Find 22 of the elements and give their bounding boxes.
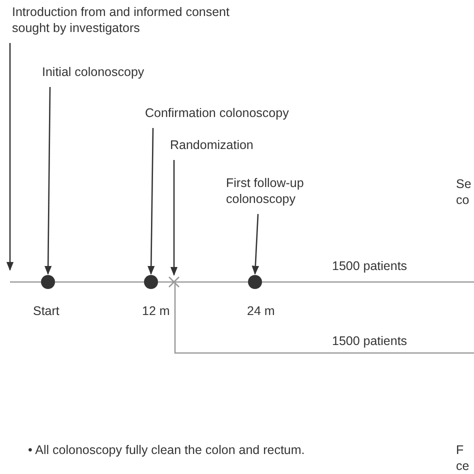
group-size-label: 1500 patients <box>332 333 408 349</box>
randomization-cross <box>168 276 180 288</box>
timepoint-dot <box>41 275 55 289</box>
arrow <box>44 87 52 275</box>
arrow <box>170 160 178 276</box>
event-label: First follow-up colonoscopy <box>226 175 316 207</box>
side-note-text: Se co <box>456 176 472 208</box>
event-label: Confirmation colonoscopy <box>145 105 289 121</box>
time-label: 12 m <box>142 303 170 319</box>
event-label: Introduction from and informed consent sought by investigators <box>12 4 252 36</box>
side-note-text: F ce <box>456 442 470 474</box>
timepoint-dot <box>144 275 158 289</box>
arrow <box>252 214 260 275</box>
timepoint-dot <box>248 275 262 289</box>
time-label: 24 m <box>247 303 275 319</box>
arrow <box>147 128 155 275</box>
group-size-label: 1500 patients <box>332 258 408 274</box>
event-label: Initial colonoscopy <box>42 64 144 80</box>
event-label: Randomization <box>170 137 254 153</box>
footnote-text: • All colonoscopy fully clean the colon and rectum. <box>28 442 305 458</box>
arrow <box>6 43 14 271</box>
time-label: Start <box>33 303 60 319</box>
